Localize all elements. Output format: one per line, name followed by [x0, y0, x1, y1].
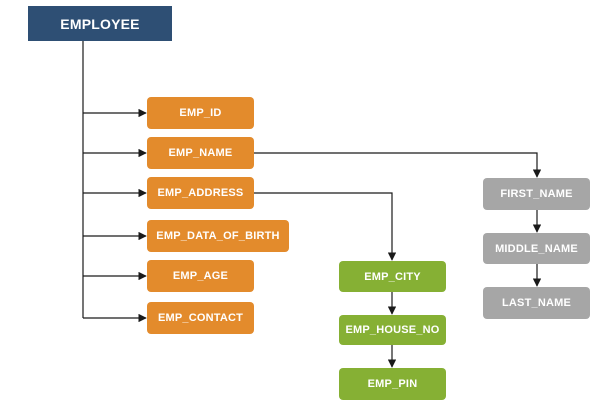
address-part-pin: EMP_PIN — [339, 368, 446, 400]
attribute-emp-date-of-birth: EMP_DATA_OF_BIRTH — [147, 220, 289, 252]
attribute-emp-age: EMP_AGE — [147, 260, 254, 292]
attribute-emp-contact: EMP_CONTACT — [147, 302, 254, 334]
address-part-city: EMP_CITY — [339, 261, 446, 292]
attribute-emp-id: EMP_ID — [147, 97, 254, 129]
attribute-emp-name: EMP_NAME — [147, 137, 254, 169]
connector-address-to-city — [254, 192, 397, 261]
employee-root-node: EMPLOYEE — [28, 6, 172, 41]
name-part-first: FIRST_NAME — [483, 178, 590, 210]
name-part-last: LAST_NAME — [483, 287, 590, 319]
name-part-middle: MIDDLE_NAME — [483, 233, 590, 264]
connector-name-to-first — [254, 152, 542, 178]
attribute-emp-address: EMP_ADDRESS — [147, 177, 254, 209]
address-part-house-no: EMP_HOUSE_NO — [339, 315, 446, 345]
